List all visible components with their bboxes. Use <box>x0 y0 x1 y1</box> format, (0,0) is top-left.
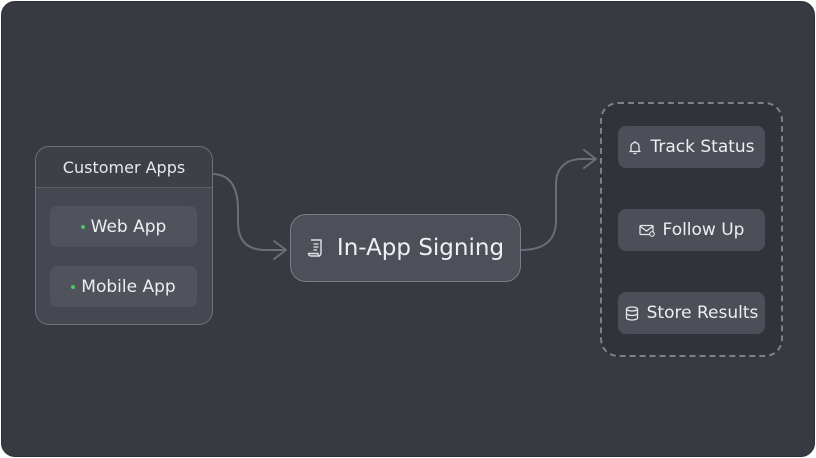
in-app-signing-node[interactable]: In-App Signing <box>290 214 521 282</box>
status-dot <box>80 224 85 229</box>
connector-arrowhead-2 <box>583 149 597 169</box>
track-status-label: Track Status <box>650 137 755 157</box>
web-app-node[interactable]: Web App <box>50 206 197 247</box>
document-scroll-icon <box>307 239 322 257</box>
mail-icon <box>638 224 655 237</box>
mobile-app-label: Mobile App <box>81 276 176 297</box>
follow-up-node[interactable]: Follow Up <box>618 209 765 251</box>
customer-apps-title: Customer Apps <box>36 147 212 188</box>
status-dot <box>71 284 76 289</box>
web-app-label: Web App <box>90 216 167 237</box>
follow-up-label: Follow Up <box>662 220 745 240</box>
track-status-node[interactable]: Track Status <box>618 126 765 168</box>
store-results-label: Store Results <box>646 303 759 323</box>
connector-signing-to-steps <box>520 158 596 251</box>
connector-apps-to-signing <box>211 173 286 251</box>
bell-icon <box>629 140 642 154</box>
connector-arrowhead-1 <box>273 240 287 260</box>
database-icon <box>625 305 638 321</box>
store-results-node[interactable]: Store Results <box>618 292 765 334</box>
in-app-signing-label: In-App Signing <box>336 235 505 261</box>
customer-apps-group: Customer Apps Web App Mobile App <box>35 146 213 325</box>
mobile-app-node[interactable]: Mobile App <box>50 266 197 307</box>
